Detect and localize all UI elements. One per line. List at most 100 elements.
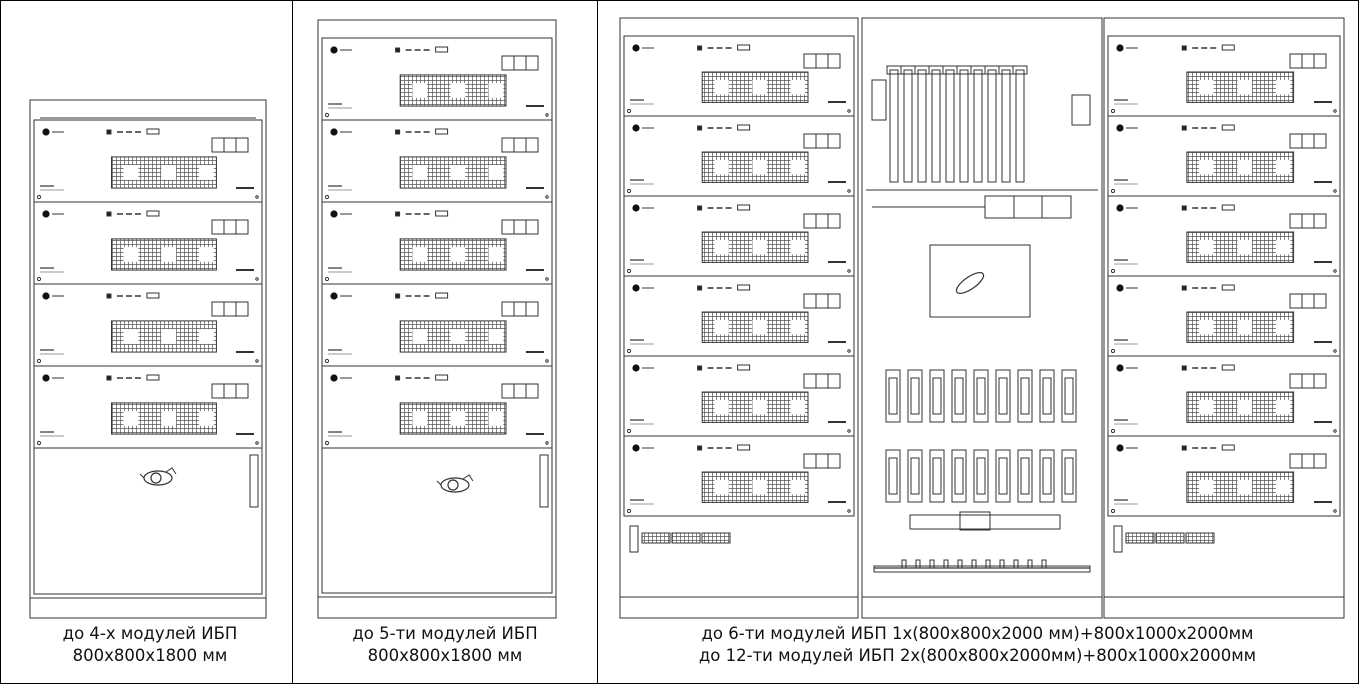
indicator-icon (395, 375, 401, 381)
brand-logo-dot (42, 128, 50, 136)
brand-logo-dot (330, 210, 338, 218)
fan-window (450, 83, 466, 98)
fuse-cartridge (932, 377, 942, 415)
terminal-box (803, 373, 841, 389)
screw-icon (255, 441, 259, 445)
fan-window (1276, 480, 1291, 495)
ups-module (33, 201, 263, 285)
screw-icon (545, 277, 549, 281)
fan-window (752, 80, 767, 95)
strip-bracket (1113, 525, 1123, 553)
fuse-base (995, 369, 1011, 423)
screw-icon (847, 429, 851, 433)
fuse-holder (889, 69, 899, 183)
screw-icon (847, 109, 851, 113)
fuse-cartridge (910, 457, 920, 495)
brand-logo-dot (1116, 284, 1124, 292)
fuse-base (951, 449, 967, 503)
fan-window (412, 329, 428, 344)
ups-module (623, 115, 855, 197)
ups-module (623, 355, 855, 437)
ground-terminal (1013, 559, 1019, 569)
indicator-icon (395, 129, 401, 135)
screw-icon (545, 113, 549, 117)
screw-icon (1333, 189, 1337, 193)
cabinet-12-section (1103, 17, 1345, 619)
fuse-holders-top (886, 65, 1028, 183)
display-icon (1221, 204, 1235, 211)
ups-module (321, 283, 553, 367)
fuse-cartridge (954, 377, 964, 415)
fan-window (1276, 240, 1291, 255)
fan-window (488, 411, 504, 426)
ups-module (33, 283, 263, 367)
panel-divider-2 (597, 0, 598, 684)
cabinet-4-body (29, 99, 267, 619)
brand-logo-dot (1116, 444, 1124, 452)
display-icon (1221, 444, 1235, 451)
brand-logo-dot (1116, 364, 1124, 372)
fan-window (1237, 400, 1252, 415)
ups-module (1107, 355, 1341, 437)
display-icon (737, 364, 751, 371)
display-icon (435, 128, 449, 135)
ground-rail (873, 565, 1091, 573)
terminal-box (1289, 453, 1327, 469)
terminal-box (1289, 293, 1327, 309)
fuse-cartridge (976, 457, 986, 495)
indicator-icon (697, 285, 703, 291)
fan-window (123, 247, 139, 262)
display-icon (1221, 364, 1235, 371)
brand-logo-dot (1116, 124, 1124, 132)
fuse-base (973, 369, 989, 423)
indicator-icon (1181, 445, 1187, 451)
fan-window (714, 80, 729, 95)
brand-logo-dot (632, 204, 640, 212)
fuse-cartridge (1020, 377, 1030, 415)
indicator-icon (697, 125, 703, 131)
ups-module (623, 35, 855, 117)
ups-module (1107, 275, 1341, 357)
terminal-box (211, 301, 249, 317)
indicator-icon (106, 211, 112, 217)
screw-icon (36, 276, 42, 282)
fuse-cartridge (976, 377, 986, 415)
fan-window (752, 240, 767, 255)
fan-window (199, 165, 214, 180)
fuse-base (973, 449, 989, 503)
screw-icon (1110, 188, 1116, 194)
brand-logo-dot (632, 124, 640, 132)
indicator-icon (697, 445, 703, 451)
brand-logo-dot (330, 292, 338, 300)
fan-window (450, 411, 466, 426)
fuse-base (1039, 449, 1055, 503)
display-icon (146, 128, 160, 135)
cabinet-12-section (861, 17, 1103, 619)
fan-window (123, 165, 139, 180)
screw-icon (626, 348, 632, 354)
terminal-box (803, 133, 841, 149)
screw-icon (36, 440, 42, 446)
door-handle (539, 454, 549, 508)
panel-divider-1 (292, 0, 293, 684)
terminal-box (501, 219, 539, 235)
ground-terminal (1041, 559, 1047, 569)
screw-icon (324, 440, 330, 446)
fuse-cartridge (1064, 457, 1074, 495)
fuse-cartridge (888, 377, 898, 415)
ups-module (33, 365, 263, 449)
display-icon (737, 284, 751, 291)
rotary-switch-icon (436, 474, 474, 493)
screw-icon (36, 358, 42, 364)
screw-icon (545, 359, 549, 363)
caption-cabinet-12-line1: до 6-ти модулей ИБП 1x(800x800x2000 мм)+… (701, 624, 1254, 643)
display-icon (737, 44, 751, 51)
caption-cabinet-5: до 5-ти модулей ИБП 800x800x1800 мм (305, 623, 585, 667)
brand-logo-dot (330, 374, 338, 382)
fan-window (199, 411, 214, 426)
strip-bracket (629, 525, 639, 553)
indicator-icon (395, 211, 401, 217)
screw-icon (1333, 269, 1337, 273)
terminal-box (1289, 53, 1327, 69)
